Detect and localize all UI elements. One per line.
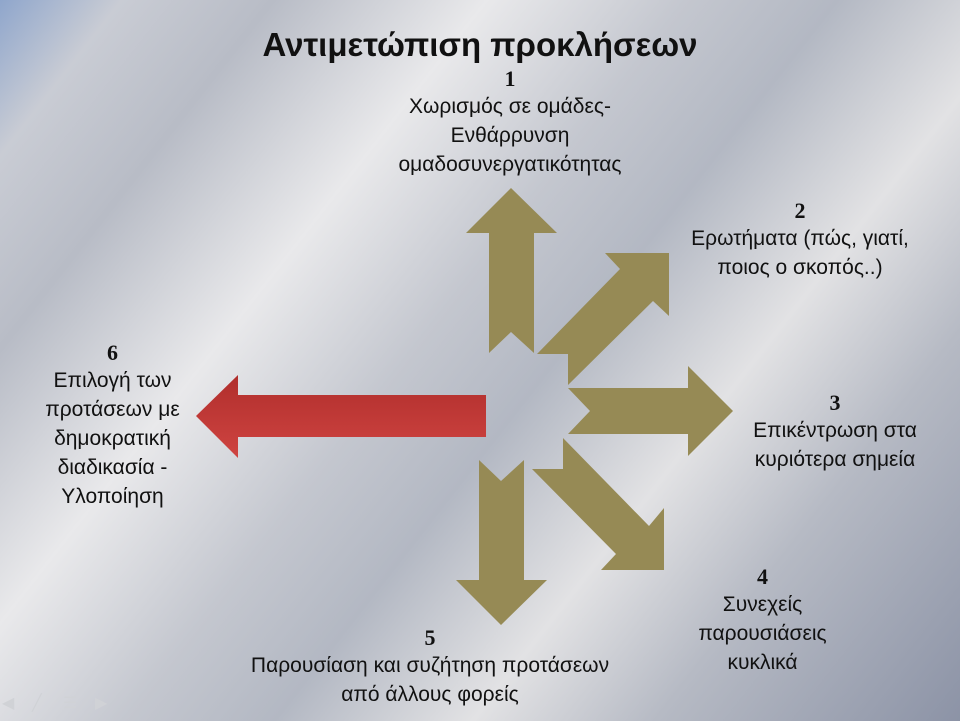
item-text: Συνεχείς παρουσιάσεις κυκλικά	[698, 593, 827, 674]
arrow-up-right	[537, 253, 669, 385]
arrow-up	[466, 188, 557, 353]
item-text: Παρουσίαση και συζήτηση προτάσεων από άλ…	[250, 654, 610, 706]
item-text: Επικέντρωση στα κυριότερα σημεία	[753, 419, 917, 471]
arrow-right	[568, 366, 733, 456]
arrow-down-right	[532, 438, 664, 570]
previous-icon[interactable]: ◀	[2, 695, 15, 712]
item-number: 2	[794, 198, 806, 223]
pen-icon[interactable]: ╱	[32, 695, 42, 712]
item-text: Χωρισμός σε ομάδες- Ενθάρρυνση ομαδοσυνε…	[398, 95, 622, 176]
next-icon[interactable]: ▶	[95, 695, 108, 712]
arrow-left-highlight	[196, 375, 486, 458]
slide-title: Αντιμετώπιση προκλήσεων	[262, 26, 698, 63]
arrow-down	[456, 460, 547, 625]
item-number: 1	[504, 66, 516, 91]
item-text: Ερωτήματα (πώς, γιατί, ποιος ο σκοπός..)	[691, 227, 909, 279]
item-number: 5	[424, 625, 436, 650]
item-text: Επιλογή των προτάσεων με δημοκρατική δια…	[45, 369, 180, 508]
menu-icon[interactable]: ☰	[63, 695, 78, 712]
item-number: 6	[107, 340, 118, 365]
item-number: 4	[757, 564, 768, 589]
item-number: 3	[829, 390, 841, 415]
